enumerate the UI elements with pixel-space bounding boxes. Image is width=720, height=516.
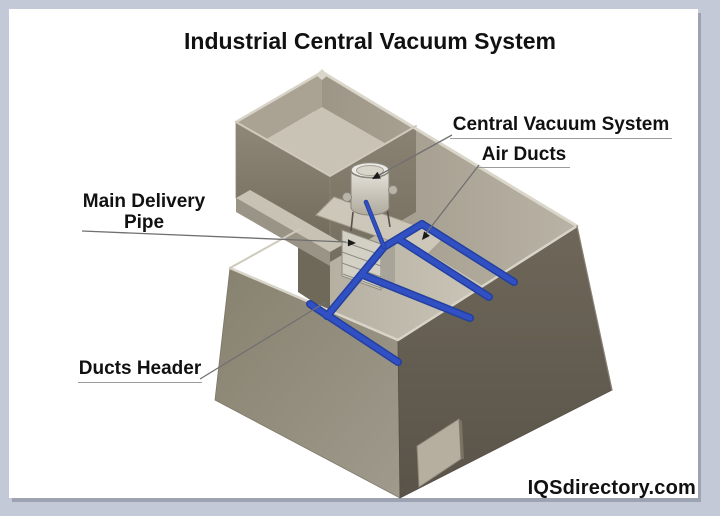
label-ducts-header: Ducts Header [78,358,202,384]
leader-arrowheads [347,171,430,247]
label-main-delivery-line2: Pipe [123,212,165,233]
arrowhead-icon [372,171,381,179]
label-main-delivery-pipe: Main Delivery Pipe [62,191,226,233]
duct-network [306,199,518,366]
leader-lines [81,134,480,380]
leader-central-vacuum [373,134,453,179]
arrowhead-icon [422,231,430,240]
unit-cylinder-opening [356,165,384,176]
door-edge [459,419,464,459]
label-air-ducts: Air Ducts [478,144,570,169]
ledge-front-face [236,198,330,266]
leader-main-delivery [81,230,347,243]
label-main-delivery-line1: Main Delivery [82,191,206,212]
unit-side-lug-right [388,185,398,195]
label-central-vacuum-system: Central Vacuum System [450,114,672,140]
central-vacuum-unit [315,161,447,291]
main-delivery-pipe-highlight [364,200,386,249]
leader-ducts-header [199,301,327,380]
arrowhead-icon [347,239,356,247]
building [214,69,613,499]
ledge-roof [236,190,344,252]
leader-air-ducts [423,164,480,237]
diagram-title: Industrial Central Vacuum System [184,28,556,54]
unit-stand-legs [350,207,391,232]
watermark-text: IQSdirectory.com [527,477,696,499]
unit-side-lug-left [342,192,352,202]
wall-top-rims [228,69,613,391]
